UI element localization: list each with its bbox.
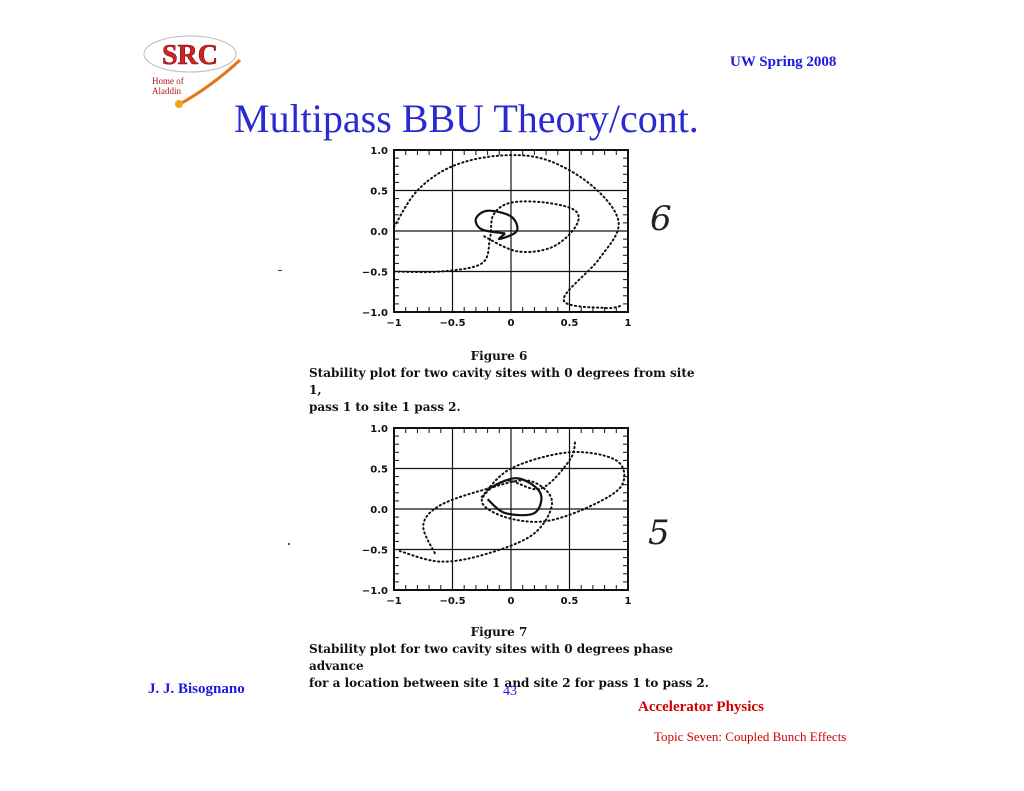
logo-sub1: Home of <box>152 76 184 86</box>
series-3-curve <box>474 209 519 241</box>
scan-speck <box>288 543 290 545</box>
figure-6-plot: −1 −0.5 0 0.5 1 1.0 0.5 0.0 −0.5 −1.0 <box>362 146 632 329</box>
x-tick-label: −1 <box>386 596 401 607</box>
src-logo: SRC Home of Aladdin <box>143 35 242 108</box>
figure-7-caption-line-2: for a location between site 1 and site 2… <box>309 676 709 690</box>
x-tick-label: 0 <box>508 596 515 607</box>
figure-7-label: Figure 7 <box>470 625 528 639</box>
header-course-term: UW Spring 2008 <box>730 54 837 70</box>
figure-6-caption: Figure 6 Stability plot for two cavity s… <box>309 348 709 416</box>
svg-text:5: 5 <box>648 513 670 552</box>
footer-topic: Topic Seven: Coupled Bunch Effects <box>654 729 847 744</box>
logo-text: SRC <box>162 40 218 71</box>
figure-6-axes: −1 −0.5 0 0.5 1 1.0 0.5 0.0 −0.5 −1.0 <box>362 146 632 329</box>
figure-7-caption-line-1: Stability plot for two cavity sites with… <box>309 642 673 673</box>
series-3-curve <box>486 477 543 517</box>
figure-6-label: Figure 6 <box>470 349 528 363</box>
y-tick-label: −1.0 <box>362 586 388 597</box>
figure-7-caption: Figure 7 Stability plot for two cavity s… <box>309 624 709 692</box>
x-tick-label: −0.5 <box>439 596 465 607</box>
figure-6-caption-line-2: pass 1 to site 1 pass 2. <box>309 400 461 414</box>
x-tick-label: −0.5 <box>439 318 465 329</box>
y-tick-label: −0.5 <box>362 268 388 279</box>
y-tick-label: 0.0 <box>370 227 388 238</box>
figure-7-plot: −1 −0.5 0 0.5 1 1.0 0.5 0.0 −0.5 −1.0 <box>362 424 632 607</box>
series-2-curve <box>480 439 626 523</box>
y-tick-label: 0.0 <box>370 505 388 516</box>
y-tick-label: −0.5 <box>362 546 388 557</box>
x-tick-label: −1 <box>386 318 401 329</box>
x-tick-label: 1 <box>625 318 632 329</box>
series-1-curve <box>393 154 624 310</box>
footer-author: J. J. Bisognano <box>148 681 245 697</box>
page-number: 43 <box>503 684 517 699</box>
x-tick-label: 0.5 <box>561 596 579 607</box>
x-tick-label: 1 <box>625 596 632 607</box>
handwritten-six: 6 <box>650 199 672 239</box>
footer-course: Accelerator Physics <box>638 699 764 715</box>
figure-7-axes: −1 −0.5 0 0.5 1 1.0 0.5 0.0 −0.5 −1.0 <box>362 424 632 607</box>
logo-swoosh <box>179 58 242 106</box>
handwritten-five: 5 <box>648 513 670 552</box>
svg-text:6: 6 <box>650 199 672 239</box>
y-tick-label: 0.5 <box>370 187 388 198</box>
x-tick-label: 0.5 <box>561 318 579 329</box>
series-1-curve <box>398 479 553 563</box>
slide-title: Multipass BBU Theory/cont. <box>234 96 699 141</box>
logo-dot <box>175 100 183 108</box>
y-tick-label: 0.5 <box>370 465 388 476</box>
y-tick-label: 1.0 <box>370 146 388 157</box>
y-tick-label: 1.0 <box>370 424 388 435</box>
y-tick-label: −1.0 <box>362 308 388 319</box>
x-tick-label: 0 <box>508 318 515 329</box>
scan-speck <box>278 270 282 271</box>
logo-sub2: Aladdin <box>152 86 181 96</box>
figure-6-caption-line-1: Stability plot for two cavity sites with… <box>309 366 695 397</box>
